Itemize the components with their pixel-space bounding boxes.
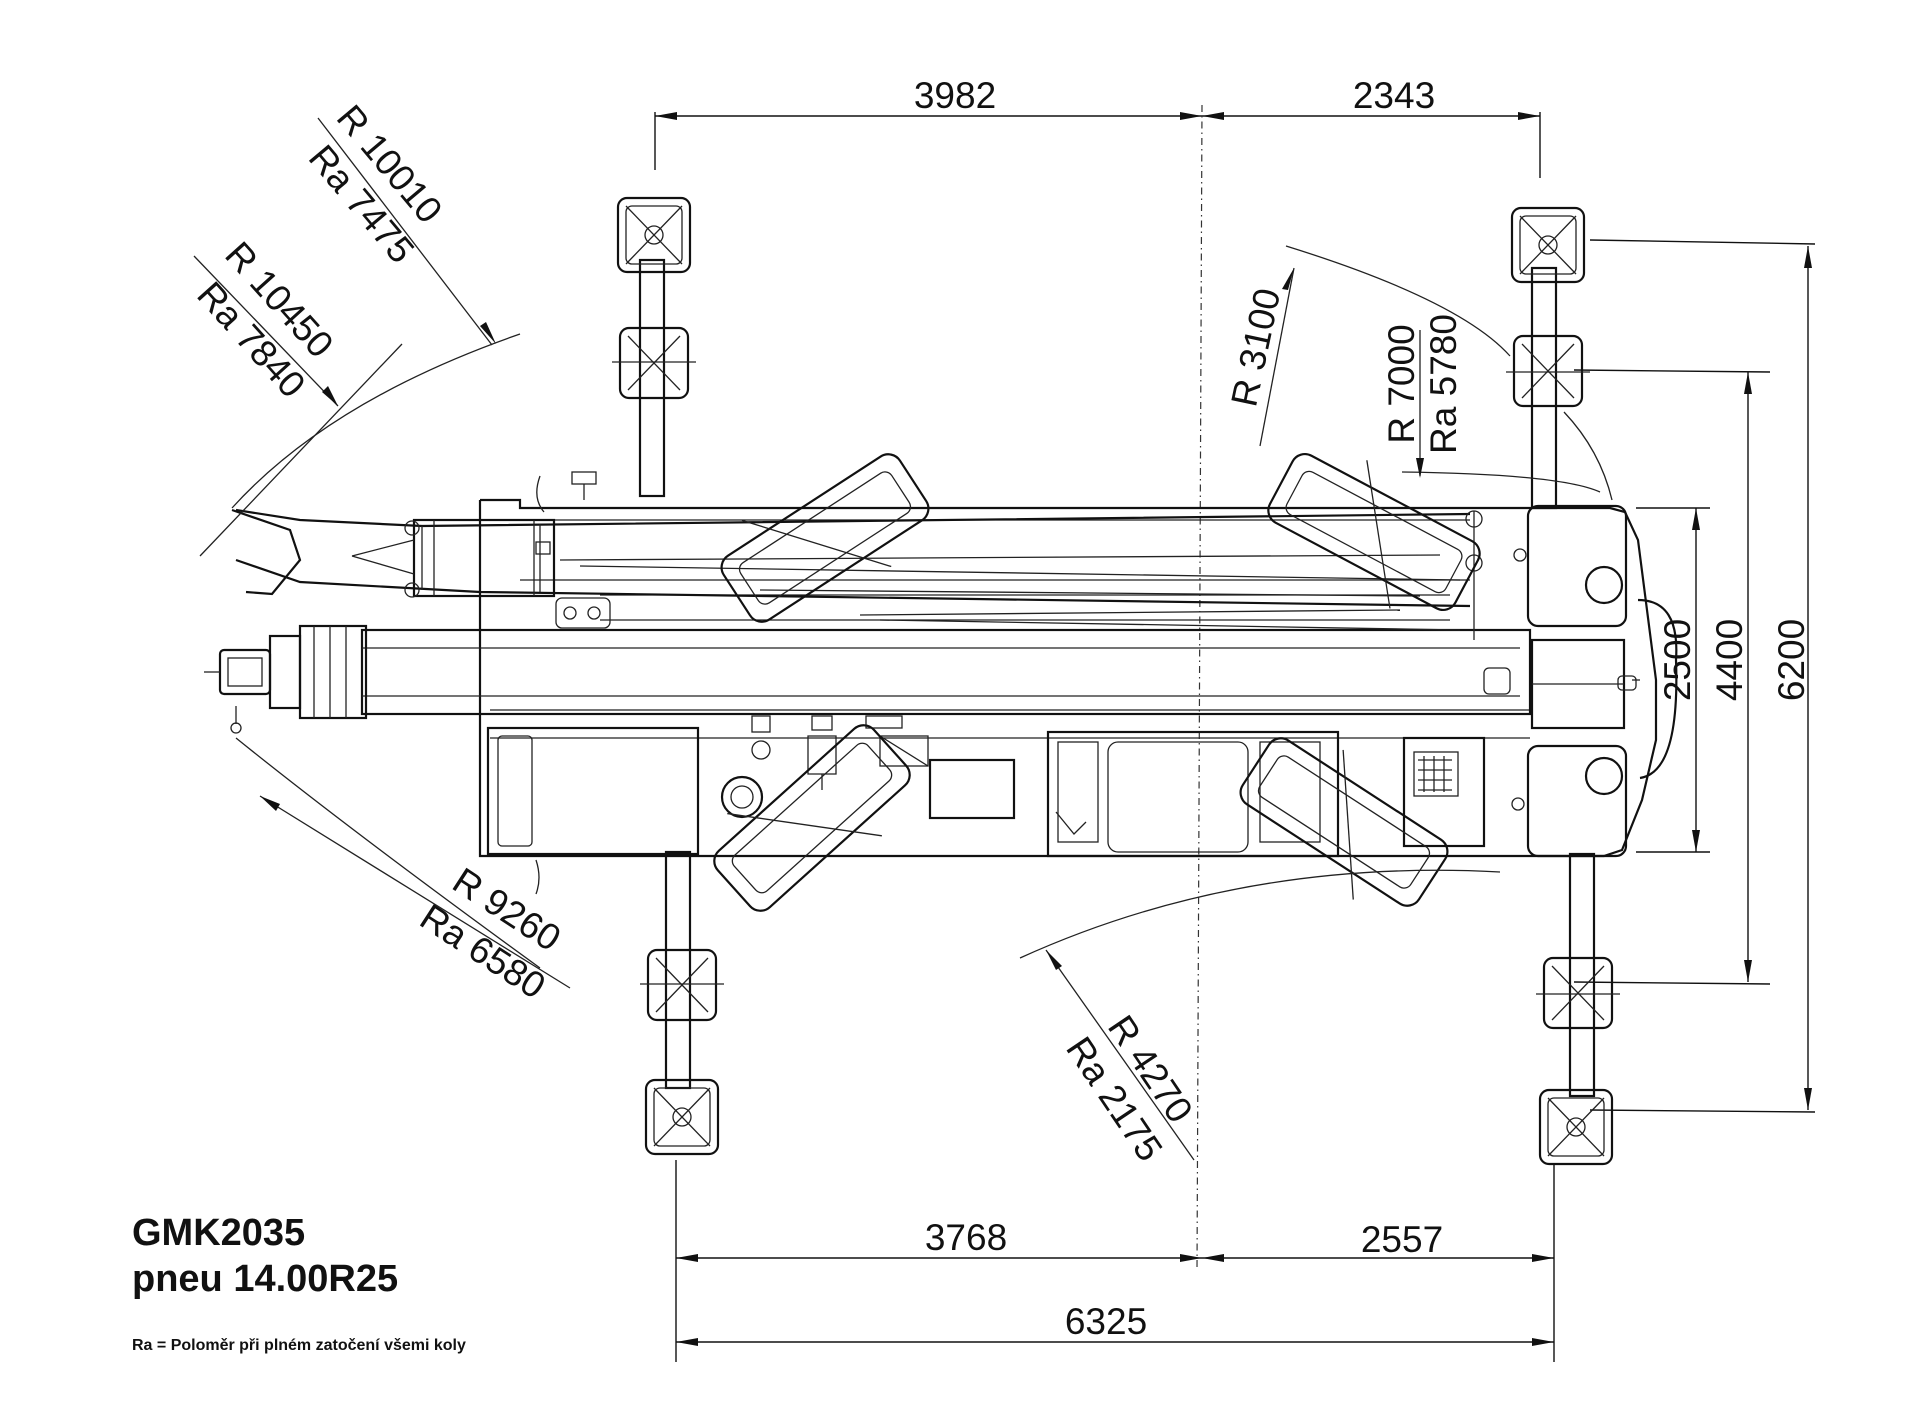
- wheel-front-left: [720, 453, 930, 623]
- radius-r3100: R 3100: [1223, 245, 1511, 447]
- dim-3768: 3768: [925, 1217, 1007, 1258]
- slew-axis-line: [1196, 104, 1203, 1271]
- tyre-subtitle: pneu 14.00R25: [132, 1258, 399, 1300]
- radius-r4270: R 4270 Ra 2175: [1019, 869, 1501, 1168]
- outrigger-front-right: [640, 850, 724, 1156]
- dim-6325: 6325: [1065, 1301, 1147, 1342]
- telescopic-boom: [204, 624, 1637, 734]
- outrigger-front-left: [612, 196, 696, 498]
- legend-note: Ra = Poloměr při plném zatočení všemi ko…: [132, 1337, 466, 1354]
- dimension-top: 3982 2343: [654, 75, 1541, 178]
- outrigger-rear-left: [1506, 206, 1590, 510]
- model-title: GMK2035: [132, 1212, 306, 1254]
- wheel-front-right: [713, 724, 911, 912]
- label-ra5780: Ra 5780: [1423, 314, 1464, 454]
- dimension-bottom: 3768 2557 6325: [675, 1160, 1555, 1362]
- dim-2557: 2557: [1361, 1219, 1443, 1260]
- label-r7000: R 7000: [1381, 324, 1422, 443]
- wheel-rear-left: [1267, 452, 1481, 612]
- radius-r7000: R 7000 Ra 5780: [1381, 314, 1613, 501]
- swing-away-jib: [231, 508, 1483, 640]
- dim-4400: 4400: [1709, 619, 1750, 701]
- radius-r9260: R 9260 Ra 6580: [235, 737, 571, 1007]
- dim-3982: 3982: [914, 75, 996, 116]
- dim-6200: 6200: [1771, 619, 1812, 701]
- dim-2343: 2343: [1353, 75, 1435, 116]
- dimension-right: 6200 4400 2500: [1573, 239, 1816, 1113]
- outrigger-rear-right: [1536, 852, 1620, 1166]
- dim-2500: 2500: [1657, 619, 1698, 701]
- radius-r10450: R 10450 Ra 7840: [189, 234, 403, 557]
- carrier-chassis: [478, 471, 1678, 895]
